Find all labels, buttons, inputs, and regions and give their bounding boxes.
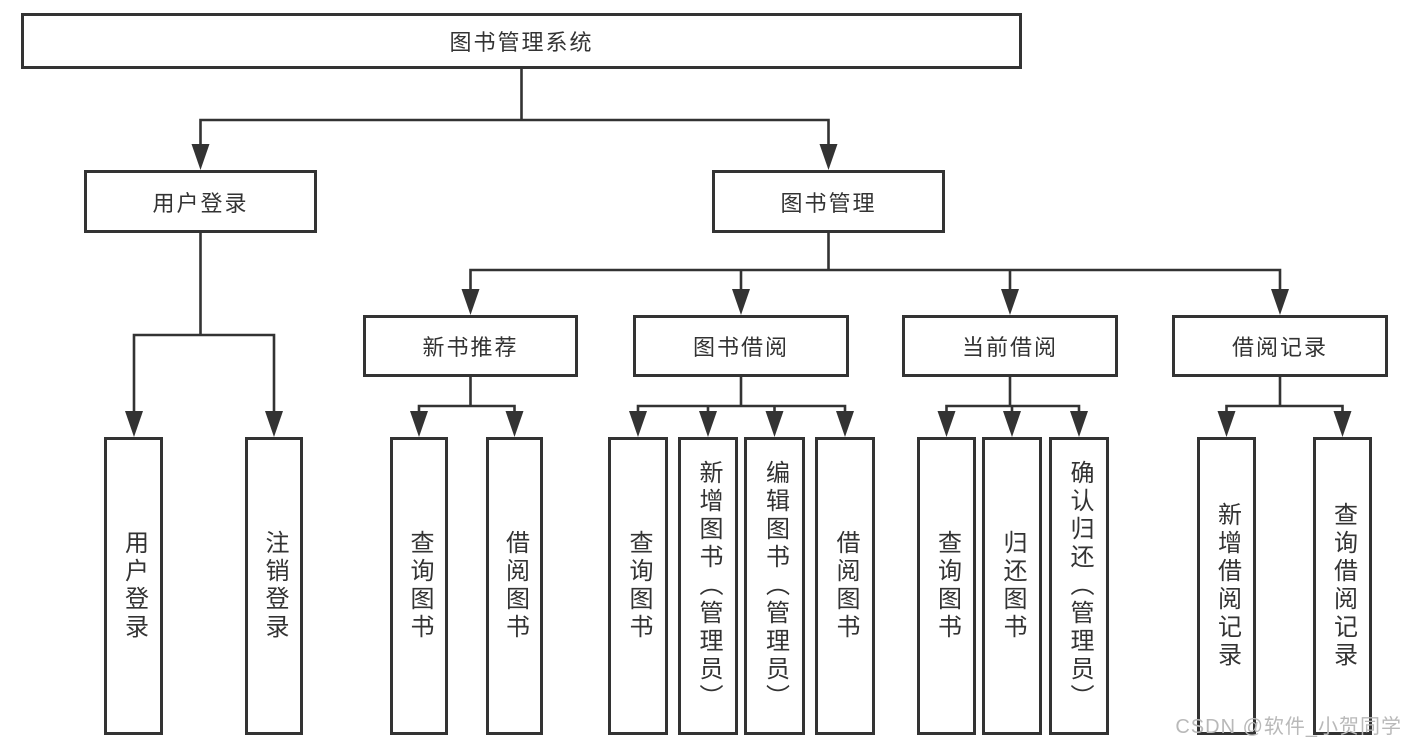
node-new-book-recommend: 新书推荐 xyxy=(363,315,578,377)
leaf-user-login: 用户登录 xyxy=(104,437,163,735)
leaf-query-books-borrow: 查询图书 xyxy=(608,437,668,735)
leaf-add-borrow-record: 新增借阅记录 xyxy=(1197,437,1256,735)
leaf-query-books-current-label: 查询图书 xyxy=(933,530,961,642)
node-book-management: 图书管理 xyxy=(712,170,945,233)
leaf-return-books-label: 归还图书 xyxy=(999,530,1026,642)
leaf-edit-book-admin: 编辑图书（管理员） xyxy=(744,437,805,735)
leaf-add-book-admin-label: 新增图书（管理员） xyxy=(695,460,722,712)
node-new-book-recommend-label: 新书推荐 xyxy=(422,335,519,360)
leaf-query-books-borrow-label: 查询图书 xyxy=(625,530,652,642)
leaf-logout: 注销登录 xyxy=(245,437,303,735)
leaf-borrow-books-recommend: 借阅图书 xyxy=(486,437,543,735)
node-current-borrow-label: 当前借阅 xyxy=(961,335,1058,360)
node-user-login-label: 用户登录 xyxy=(152,190,249,216)
leaf-confirm-return-admin: 确认归还（管理员） xyxy=(1049,437,1109,735)
leaf-borrow-books-recommend-label: 借阅图书 xyxy=(501,530,529,642)
node-root-label: 图书管理系统 xyxy=(449,30,594,55)
node-borrow-records-label: 借阅记录 xyxy=(1231,335,1328,360)
node-root: 图书管理系统 xyxy=(21,13,1022,69)
leaf-query-books-current: 查询图书 xyxy=(917,437,976,735)
leaf-logout-label: 注销登录 xyxy=(261,530,288,642)
leaf-edit-book-admin-label: 编辑图书（管理员） xyxy=(761,460,789,712)
node-user-login: 用户登录 xyxy=(84,170,317,233)
leaf-query-borrow-record-label: 查询借阅记录 xyxy=(1329,502,1357,670)
leaf-user-login-label: 用户登录 xyxy=(120,530,148,642)
node-book-borrow: 图书借阅 xyxy=(633,315,849,377)
node-borrow-records: 借阅记录 xyxy=(1172,315,1388,377)
leaf-query-borrow-record: 查询借阅记录 xyxy=(1313,437,1372,735)
leaf-query-books-recommend-label: 查询图书 xyxy=(406,530,433,642)
node-book-management-label: 图书管理 xyxy=(780,190,877,216)
csdn-watermark: CSDN @软件_小贺同学 xyxy=(1175,716,1402,738)
leaf-borrow-books: 借阅图书 xyxy=(815,437,875,735)
leaf-borrow-books-label: 借阅图书 xyxy=(832,530,859,642)
leaf-return-books: 归还图书 xyxy=(982,437,1042,735)
leaf-query-books-recommend: 查询图书 xyxy=(390,437,448,735)
leaf-add-book-admin: 新增图书（管理员） xyxy=(678,437,738,735)
node-current-borrow: 当前借阅 xyxy=(902,315,1118,377)
node-book-borrow-label: 图书借阅 xyxy=(692,335,789,360)
leaf-confirm-return-admin-label: 确认归还（管理员） xyxy=(1066,460,1093,712)
leaf-add-borrow-record-label: 新增借阅记录 xyxy=(1213,502,1241,670)
